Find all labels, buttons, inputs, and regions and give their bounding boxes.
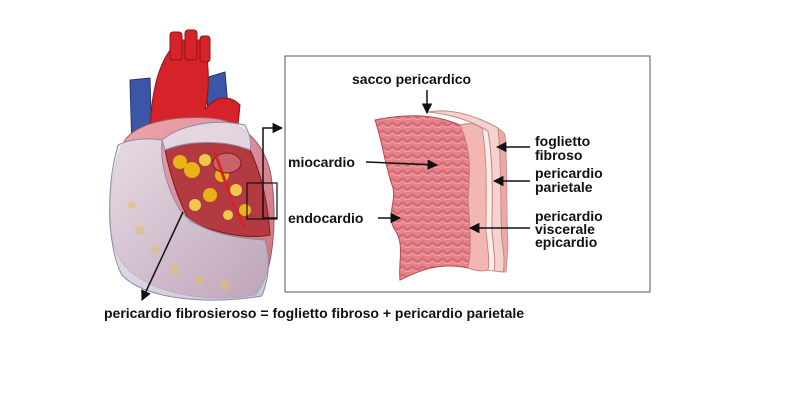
label-sacco-pericardico: sacco pericardico	[352, 71, 471, 87]
membrane-flap	[161, 121, 252, 151]
membrane-fat-texture	[128, 201, 230, 290]
coronary-artery	[212, 149, 247, 229]
wall-cross-section	[374, 110, 509, 281]
heart-illustration	[109, 29, 278, 301]
aorta-branch-3	[199, 35, 211, 63]
label-pericardio-parietale: pericardio parietale	[535, 165, 607, 195]
heart-callout-box	[246, 182, 278, 220]
pericardial-membrane	[109, 138, 269, 301]
callout-connector	[262, 122, 284, 219]
caption: pericardio fibrosieroso = foglietto fibr…	[104, 305, 524, 321]
label-foglietto-fibroso: foglietto fibroso	[535, 133, 594, 163]
arrow-caption	[141, 211, 184, 301]
label-miocardio: miocardio	[288, 154, 355, 170]
arrow-miocardio	[365, 159, 439, 170]
aorta-branch-2	[184, 29, 198, 61]
parietal-layer	[497, 127, 509, 273]
label-pericardio-viscerale-epicardio: pericardio viscerale epicardio	[535, 208, 607, 250]
aorta-branch-1	[169, 31, 183, 61]
label-endocardio: endocardio	[288, 210, 363, 226]
